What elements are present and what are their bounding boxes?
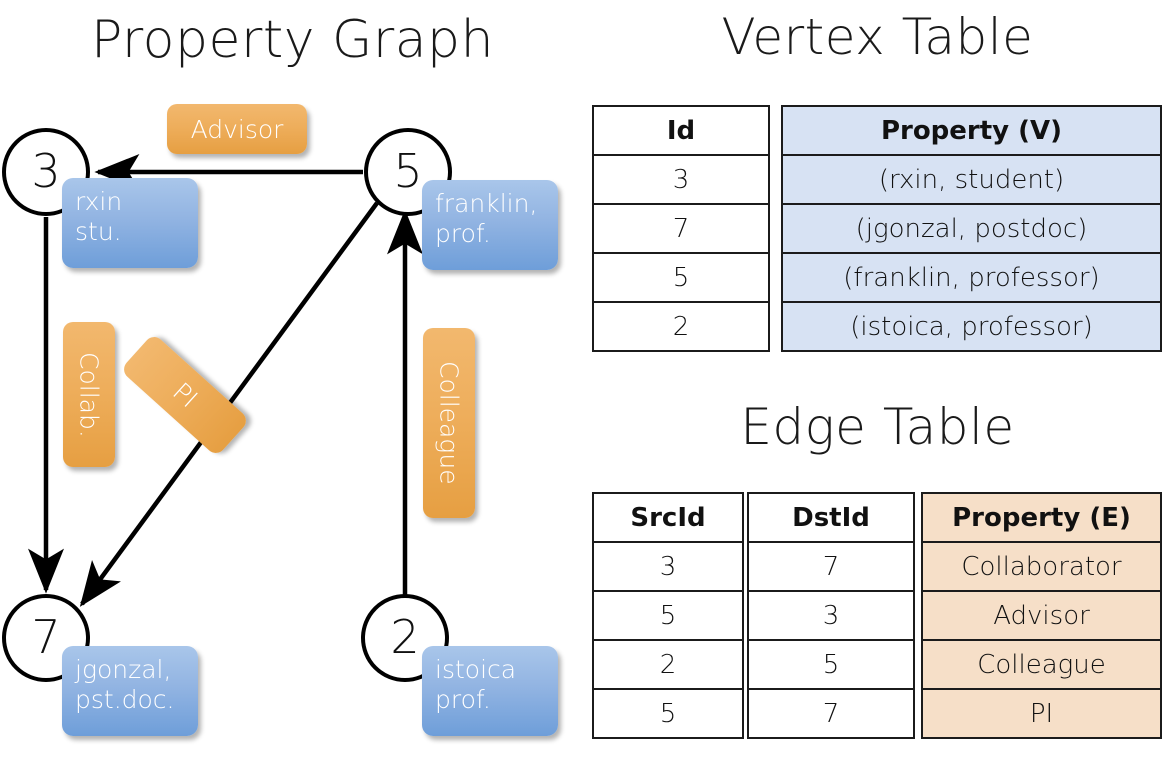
table-row: 3 xyxy=(747,590,915,641)
table-row: 2 xyxy=(592,639,744,690)
vertex-cell-property: (istoica, professor) xyxy=(781,301,1162,352)
vertex-cell-id: 2 xyxy=(592,301,770,352)
vertex-property-box-5: franklin, prof. xyxy=(422,180,558,270)
table-header-row: DstId xyxy=(747,492,915,543)
vertex-property-box-3-line1: rxin xyxy=(75,187,123,216)
section-title-vertex-table: Vertex Table xyxy=(721,8,1034,66)
vertex-property-box-2: istoica prof. xyxy=(422,646,558,736)
vertex-property-box-3-line2: stu. xyxy=(75,216,122,246)
edge-table-header-srcid: SrcId xyxy=(592,492,744,543)
table-row: (rxin, student) xyxy=(781,154,1162,205)
vertex-table-property-column: Property (V) (rxin, student) (jgonzal, p… xyxy=(781,105,1162,352)
table-header-row: Property (V) xyxy=(781,105,1162,156)
edge-table-header-dstid: DstId xyxy=(747,492,915,543)
graph-node-3[interactable]: 3 xyxy=(2,128,90,216)
table-row: 5 xyxy=(592,590,744,641)
edge-cell-property: Collaborator xyxy=(921,541,1162,592)
vertex-property-box-7-line1: jgonzal, xyxy=(75,655,172,684)
edge-label-colleague: Colleague xyxy=(423,328,475,518)
vertex-property-box-2-line2: prof. xyxy=(435,684,491,714)
edge-cell-property: PI xyxy=(921,688,1162,739)
section-title-edge-table: Edge Table xyxy=(740,398,1015,456)
edge-cell-property: Colleague xyxy=(921,639,1162,690)
edge-cell-dstid: 7 xyxy=(747,688,915,739)
edge-cell-property: Advisor xyxy=(921,590,1162,641)
table-row: (franklin, professor) xyxy=(781,252,1162,303)
vertex-table-id-column: Id 3 7 5 2 xyxy=(592,105,770,352)
table-row: 7 xyxy=(747,541,915,592)
vertex-property-box-7: jgonzal, pst.doc. xyxy=(62,646,198,736)
edge-cell-srcid: 5 xyxy=(592,688,744,739)
table-row: 7 xyxy=(747,688,915,739)
table-row: 2 xyxy=(592,301,770,352)
vertex-cell-property: (franklin, professor) xyxy=(781,252,1162,303)
edge-cell-srcid: 5 xyxy=(592,590,744,641)
edge-label-collab: Collab. xyxy=(63,322,115,467)
vertex-property-box-3: rxin stu. xyxy=(62,178,198,268)
edge-table-srcid-column: SrcId 3 5 2 5 xyxy=(592,492,744,739)
table-row: Colleague xyxy=(921,639,1162,690)
edge-cell-dstid: 7 xyxy=(747,541,915,592)
table-row: 7 xyxy=(592,203,770,254)
property-graph-diagram: 3 rxin stu. 5 franklin, prof. 7 jgonzal,… xyxy=(0,90,585,760)
edge-label-advisor: Advisor xyxy=(167,104,307,154)
vertex-property-box-5-line1: franklin, xyxy=(435,189,538,218)
edge-cell-srcid: 3 xyxy=(592,541,744,592)
vertex-table-header-property: Property (V) xyxy=(781,105,1162,156)
graph-node-3-label: 3 xyxy=(31,143,61,198)
table-row: (jgonzal, postdoc) xyxy=(781,203,1162,254)
edge-cell-srcid: 2 xyxy=(592,639,744,690)
edge-label-advisor-text: Advisor xyxy=(190,114,284,144)
edge-label-pi-text: PI xyxy=(166,376,204,414)
vertex-cell-property: (jgonzal, postdoc) xyxy=(781,203,1162,254)
vertex-property-box-7-line2: pst.doc. xyxy=(75,684,175,714)
vertex-cell-id: 5 xyxy=(592,252,770,303)
edge-table-property-column: Property (E) Collaborator Advisor Collea… xyxy=(921,492,1162,739)
table-header-row: Id xyxy=(592,105,770,156)
table-row: 5 xyxy=(592,252,770,303)
page-title-property-graph: Property Graph xyxy=(90,10,495,70)
vertex-cell-id: 7 xyxy=(592,203,770,254)
edge-label-colleague-text: Colleague xyxy=(434,361,464,485)
edge-cell-dstid: 3 xyxy=(747,590,915,641)
vertex-cell-id: 3 xyxy=(592,154,770,205)
vertex-property-box-2-line1: istoica xyxy=(435,655,517,684)
table-row: Collaborator xyxy=(921,541,1162,592)
table-row: 5 xyxy=(592,688,744,739)
graph-node-7-label: 7 xyxy=(31,609,61,664)
edge-label-collab-text: Collab. xyxy=(74,351,104,438)
edge-cell-dstid: 5 xyxy=(747,639,915,690)
graph-node-5-label: 5 xyxy=(393,143,423,198)
table-row: 3 xyxy=(592,541,744,592)
graph-node-5[interactable]: 5 xyxy=(364,128,452,216)
vertex-property-box-5-line2: prof. xyxy=(435,218,491,248)
table-row: Advisor xyxy=(921,590,1162,641)
table-row: (istoica, professor) xyxy=(781,301,1162,352)
table-row: PI xyxy=(921,688,1162,739)
table-header-row: Property (E) xyxy=(921,492,1162,543)
table-header-row: SrcId xyxy=(592,492,744,543)
edge-table-dstid-column: DstId 7 3 5 7 xyxy=(747,492,915,739)
vertex-cell-property: (rxin, student) xyxy=(781,154,1162,205)
edge-table-header-property: Property (E) xyxy=(921,492,1162,543)
vertex-table-header-id: Id xyxy=(592,105,770,156)
table-row: 3 xyxy=(592,154,770,205)
graph-node-2-label: 2 xyxy=(390,609,420,664)
table-row: 5 xyxy=(747,639,915,690)
